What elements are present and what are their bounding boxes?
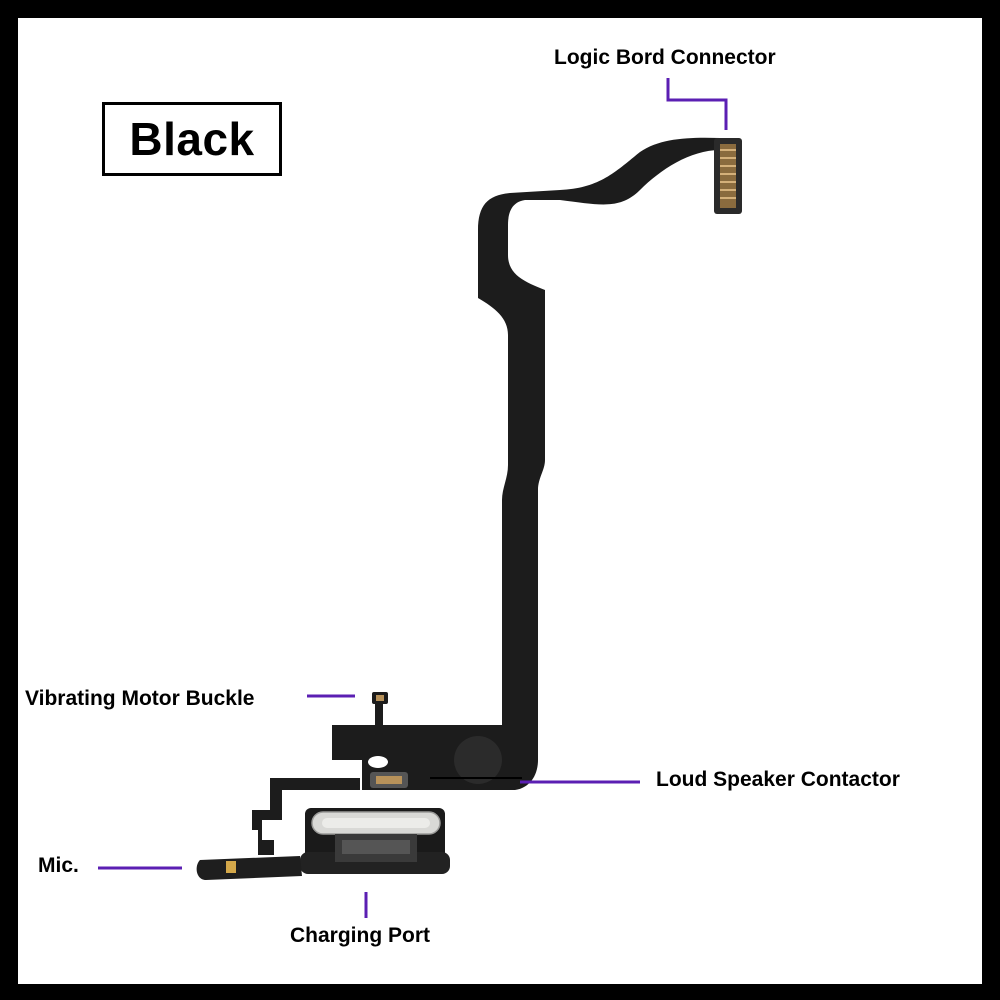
mic-flex-arm [252, 778, 360, 855]
diagram-panel: Black [18, 18, 982, 984]
speaker-contact-pad [454, 736, 502, 784]
leader-logic-board [666, 78, 728, 130]
label-vibrating-motor-buckle: Vibrating Motor Buckle [25, 687, 255, 710]
label-charging-port: Charging Port [290, 924, 430, 947]
color-badge: Black [102, 102, 282, 176]
label-loud-speaker-contactor: Loud Speaker Contactor [656, 768, 900, 791]
leader-lines [98, 78, 728, 918]
mic-module [196, 856, 302, 880]
label-logic-board-connector: Logic Bord Connector [554, 46, 776, 69]
label-mic: Mic. [38, 854, 79, 877]
mic-gold-contact [226, 861, 236, 873]
color-badge-text: Black [129, 113, 255, 165]
flex-cable-ribbon [332, 137, 720, 791]
mounting-hole [368, 756, 388, 768]
flex-cable-diagram [98, 78, 742, 918]
connector-pins [720, 144, 736, 208]
